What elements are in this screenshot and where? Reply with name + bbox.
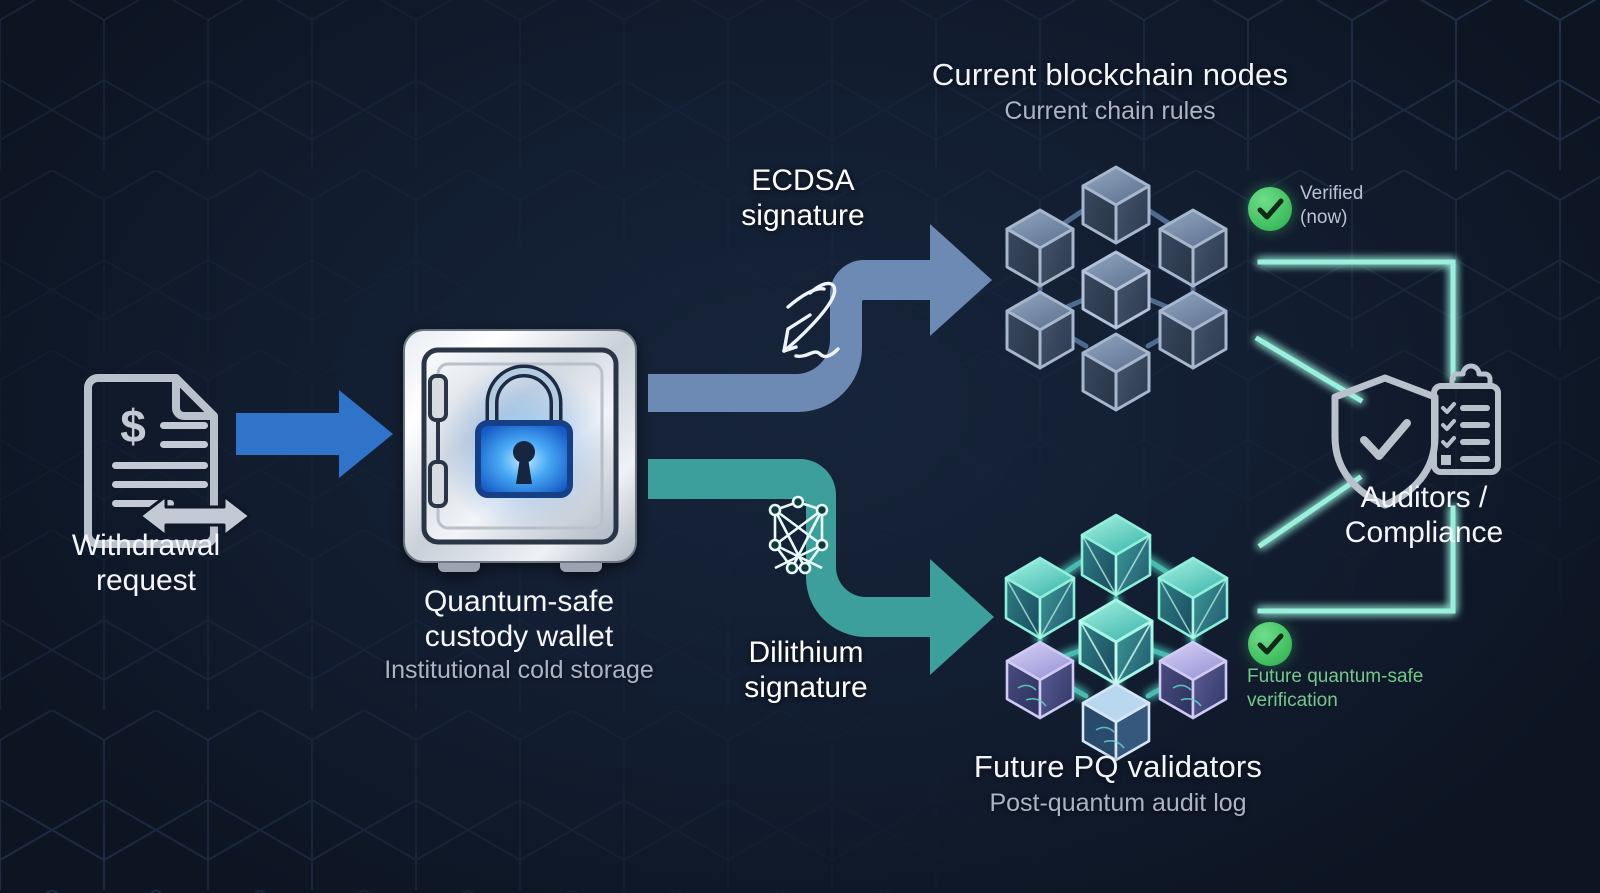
green-check-circle-icon-future <box>1248 622 1292 666</box>
green-check-circle-icon-verified <box>1248 187 1292 231</box>
current-nodes-title: Current blockchain nodes <box>931 57 1289 92</box>
connector-bottom-diagonal <box>1257 474 1363 549</box>
ecdsa-signature-label: ECDSA signature <box>741 163 864 233</box>
future-validators-subtitle: Post-quantum audit log <box>989 789 1247 818</box>
arrow-ecdsa-path <box>648 224 992 412</box>
ecdsa-signature-label-line1: ECDSA <box>751 164 855 197</box>
svg-text:$: $ <box>120 400 146 452</box>
connector-top-elbow <box>1257 259 1456 381</box>
verified-now-line1: Verified <box>1300 183 1364 204</box>
current-nodes-caption: Current blockchain nodes Current chain r… <box>932 56 1288 126</box>
dilithium-signature-label-line2: signature <box>744 671 868 705</box>
quantum-crystal-cube-network-icon <box>1004 513 1229 762</box>
withdrawal-request-label-line2: request <box>95 564 197 598</box>
auditors-label-line1: Auditors / <box>1360 481 1488 514</box>
wallet-caption: Quantum-safe custody wallet Institutiona… <box>384 584 654 685</box>
safe-vault-lock-icon <box>403 329 637 572</box>
wallet-subtitle: Institutional cold storage <box>384 656 654 685</box>
verified-now-badge-label: Verified (now) <box>1300 182 1363 231</box>
verified-now-line2: (now) <box>1300 207 1348 229</box>
auditors-compliance-label: Auditors / Compliance <box>1345 480 1503 551</box>
future-validators-title: Future PQ validators <box>973 749 1263 784</box>
withdrawal-request-label: Withdrawal request <box>72 528 220 598</box>
connector-top-diagonal <box>1254 335 1364 404</box>
future-verification-badge-label: Future quantum-safe verification <box>1247 665 1423 714</box>
withdrawal-request-label-line1: Withdrawal <box>71 529 221 562</box>
fountain-pen-signature-icon <box>782 281 840 359</box>
lattice-network-icon <box>768 495 829 575</box>
dilithium-signature-label-line1: Dilithium <box>748 636 864 669</box>
blockchain-cube-network-icon <box>1005 165 1228 412</box>
future-verification-line1: Future quantum-safe <box>1247 666 1424 687</box>
wallet-title-line1: Quantum-safe <box>423 585 615 618</box>
dilithium-signature-label: Dilithium signature <box>744 635 867 705</box>
connector-bottom-elbow <box>1257 505 1456 614</box>
current-nodes-subtitle: Current chain rules <box>1004 97 1216 126</box>
clipboard-checklist-icon <box>1431 363 1501 475</box>
future-validators-caption: Future PQ validators Post-quantum audit … <box>974 748 1262 818</box>
arrow-request-to-wallet <box>236 390 393 478</box>
ecdsa-signature-label-line2: signature <box>741 199 865 233</box>
future-verification-line2: verification <box>1247 690 1338 712</box>
auditors-label-line2: Compliance <box>1344 516 1504 550</box>
document-dollar-transfer-icon: $ <box>84 374 252 548</box>
wallet-title-line2: custody wallet <box>424 620 614 654</box>
auditor-connector-lines <box>1254 259 1456 614</box>
